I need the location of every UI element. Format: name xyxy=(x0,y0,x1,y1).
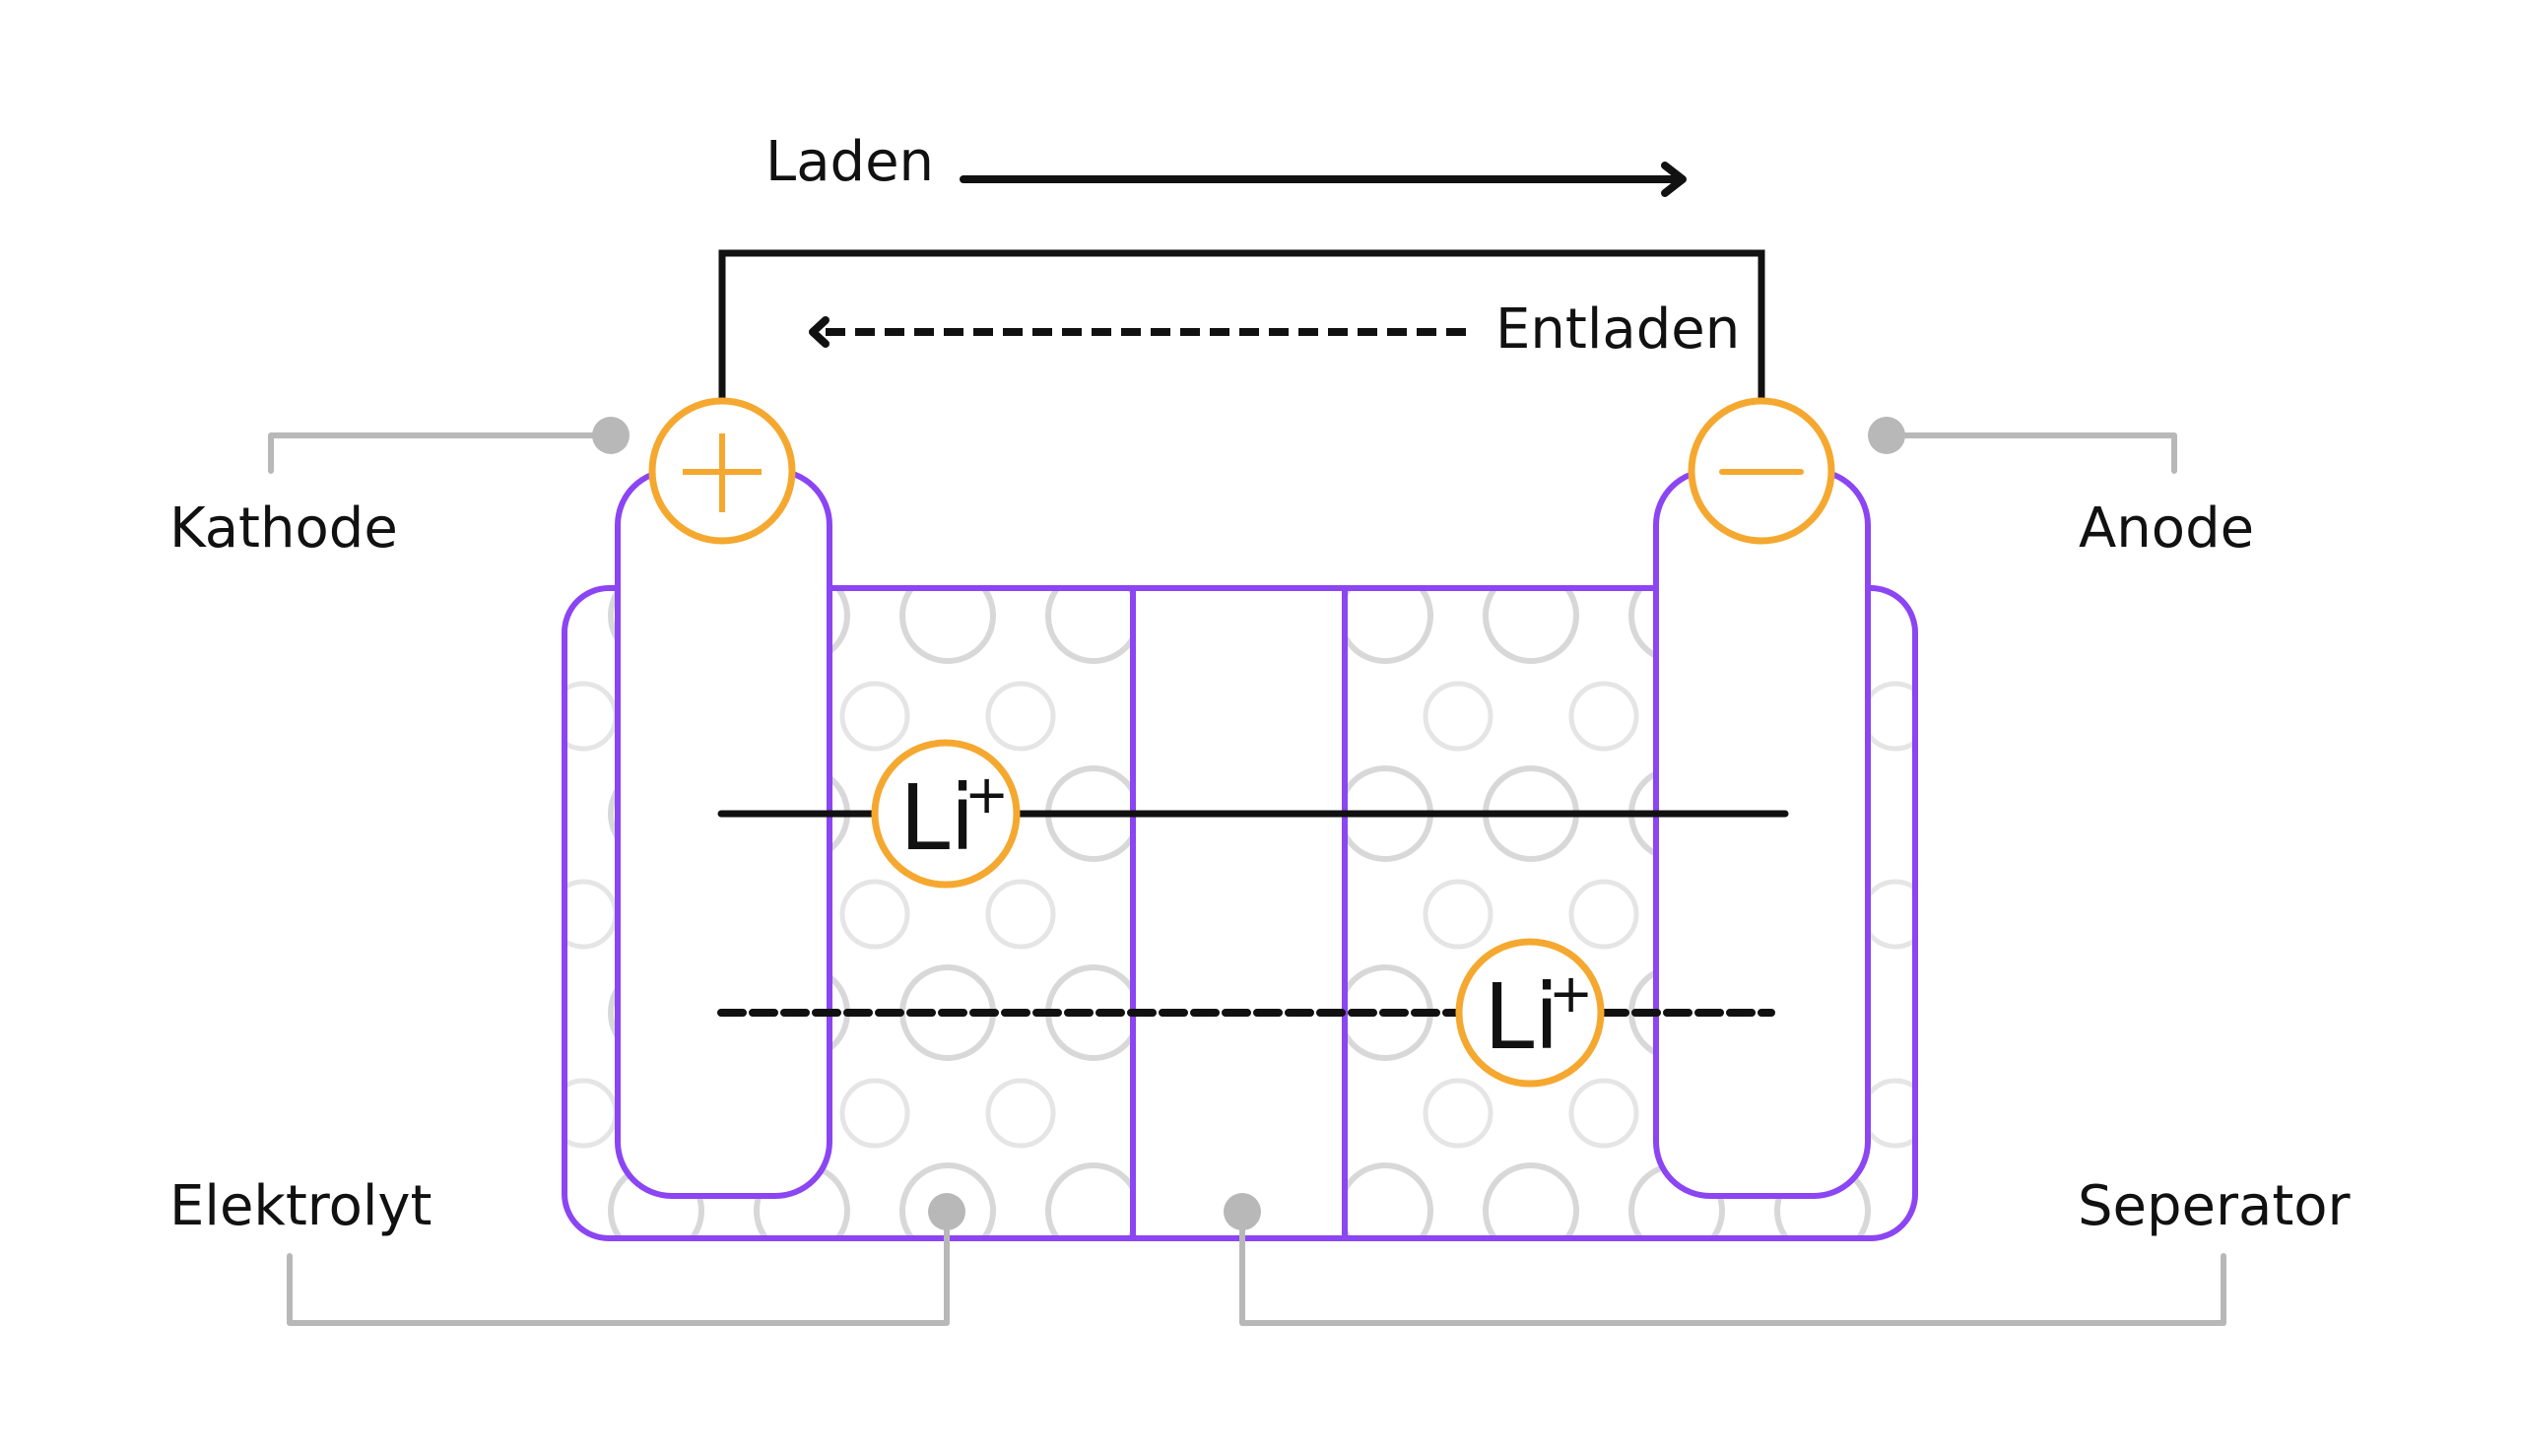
ion-circle xyxy=(1455,938,1605,1088)
particle-large xyxy=(1483,591,1579,664)
particle-large xyxy=(1337,1162,1433,1236)
particle-small xyxy=(839,1078,910,1149)
particle-large xyxy=(465,768,556,859)
particle-small xyxy=(567,1078,619,1149)
particle-small xyxy=(1860,1078,1913,1149)
positive-terminal xyxy=(648,397,796,545)
particle-small xyxy=(839,681,910,752)
particle-large xyxy=(1045,1162,1142,1236)
dot-icon xyxy=(1868,417,1905,454)
particle-small xyxy=(1423,879,1493,950)
particle-small xyxy=(1860,681,1913,752)
particle-small xyxy=(1423,1078,1493,1149)
particle-large xyxy=(899,1162,996,1236)
lithium-ion-charge: Li + xyxy=(871,739,1021,889)
anode-leader xyxy=(1868,417,2177,474)
particle-small xyxy=(1568,879,1639,950)
ion-element: Li xyxy=(1484,964,1560,1070)
negative-terminal xyxy=(1688,397,1835,545)
particle-small xyxy=(1423,681,1493,752)
particle-large xyxy=(465,1165,556,1256)
particle-large xyxy=(1337,591,1433,664)
ion-charge: + xyxy=(964,763,1009,826)
dot-icon xyxy=(1224,1193,1261,1230)
cathode-label: Kathode xyxy=(169,496,398,561)
anode-electrode xyxy=(1653,468,1871,1199)
electrolyte-label: Elektrolyt xyxy=(169,1174,432,1238)
dot-icon xyxy=(928,1193,965,1230)
particle-small xyxy=(567,681,619,752)
particle-large xyxy=(1045,591,1142,664)
separator-zone xyxy=(1136,591,1342,1235)
dot-icon xyxy=(592,417,630,454)
particle-large xyxy=(465,967,556,1058)
anode-label: Anode xyxy=(2079,496,2254,561)
cathode-electrode xyxy=(615,468,832,1199)
external-circuit-wire xyxy=(718,249,1765,399)
charge-label: Laden xyxy=(765,130,934,194)
ion-charge: + xyxy=(1549,962,1593,1025)
arrow-left-dashed-icon xyxy=(809,316,1468,348)
ion-circle xyxy=(871,739,1021,889)
particle-small xyxy=(985,879,1056,950)
particle-large xyxy=(465,570,556,661)
cathode-leader xyxy=(268,417,630,474)
lithium-ion-discharge: Li + xyxy=(1455,938,1605,1088)
ion-element: Li xyxy=(899,765,975,871)
separator-label: Seperator xyxy=(2078,1174,2352,1238)
particle-large xyxy=(899,591,996,664)
particle-small xyxy=(1860,879,1913,950)
particle-small xyxy=(839,879,910,950)
arrow-right-icon xyxy=(960,162,1687,197)
particle-small xyxy=(985,1078,1056,1149)
particle-large xyxy=(1483,1162,1579,1236)
separator-leader xyxy=(1224,1193,2226,1326)
particle-small xyxy=(1568,1078,1639,1149)
discharge-label: Entladen xyxy=(1495,298,1740,362)
particle-small xyxy=(567,879,619,950)
particle-small xyxy=(985,681,1056,752)
particle-small xyxy=(1568,681,1639,752)
electrolyte-leader xyxy=(287,1193,965,1326)
